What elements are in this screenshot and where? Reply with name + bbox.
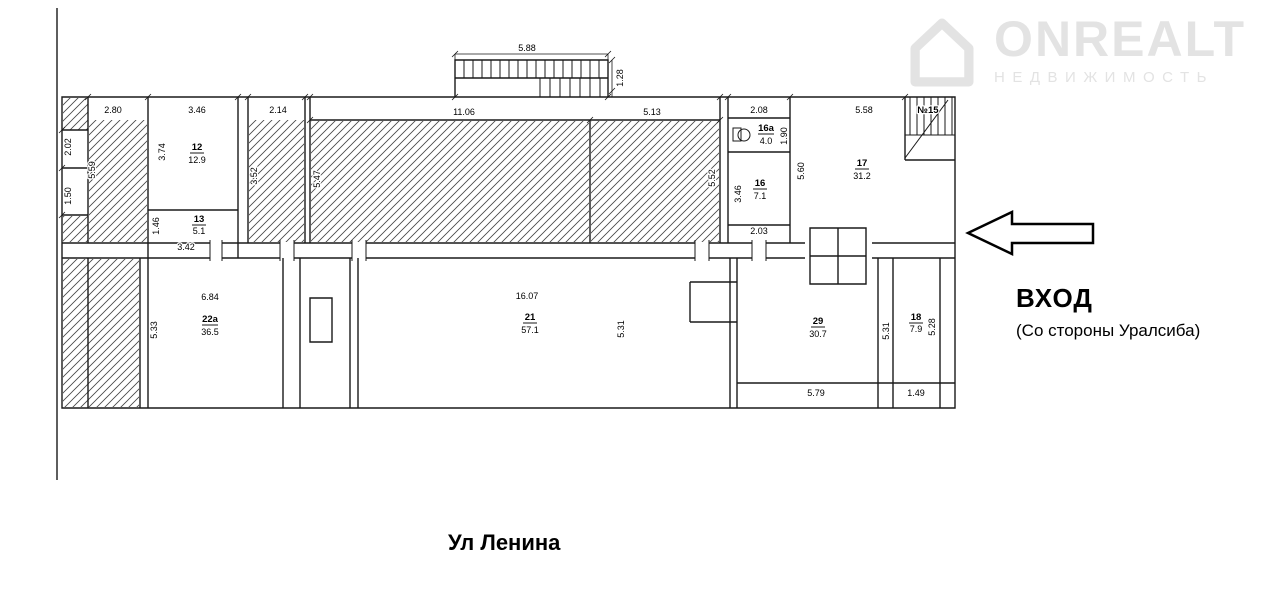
dim-room17-height: 5.60 — [796, 162, 806, 180]
entrance-title: ВХОД — [1016, 283, 1093, 313]
dim-hatch1-height: 5.59 — [87, 161, 97, 179]
room-16-number: 16 — [755, 178, 766, 189]
room-number-underlines — [190, 133, 923, 328]
dim-room13-width: 3.42 — [177, 242, 195, 252]
hatched-areas — [63, 98, 719, 407]
dim-room13-height: 1.46 — [151, 217, 161, 235]
street-label: Ул Ленина — [448, 530, 561, 555]
hatch-room-280 — [89, 120, 147, 242]
room-15-number: №15 — [917, 105, 939, 116]
dim-room22a-height: 5.33 — [149, 321, 159, 339]
dim-hatch1-width: 2.80 — [104, 105, 122, 115]
room-29-number: 29 — [813, 316, 824, 327]
dim-hall-height-right: 5.52 — [707, 169, 717, 187]
dim-room21-height: 5.31 — [616, 320, 626, 338]
entrance-annotation: ВХОД (Со стороны Уралсиба) — [1016, 283, 1200, 341]
wc-tank-icon — [732, 127, 742, 142]
wall-dim-ticks — [58, 93, 909, 219]
dim-room12-height: 3.74 — [157, 143, 167, 161]
middle-wall — [62, 242, 955, 259]
room-16a-area: 4.0 — [760, 136, 773, 146]
stairs-dim-lines — [451, 50, 616, 97]
wc-fixture-icon — [737, 128, 751, 142]
room15-staircase — [904, 97, 955, 159]
room-21-number: 21 — [525, 312, 536, 323]
dim-room17-width: 5.58 — [855, 105, 873, 115]
fixtures — [732, 127, 751, 142]
entrance-arrow-icon — [965, 210, 1095, 256]
room-13-area: 5.1 — [193, 226, 206, 236]
dim-cell2-height: 1.50 — [63, 187, 73, 205]
room-17-area: 31.2 — [853, 171, 871, 181]
dim-room29-width: 5.79 — [807, 388, 825, 398]
hatch-bottom-left — [63, 259, 139, 407]
top-band-walls — [62, 97, 955, 258]
dimension-labels-vertical: 1.28 2.02 5.59 1.50 3.74 3.52 5.47 5.52 … — [62, 68, 939, 341]
dim-hall-width-left: 11.06 — [453, 107, 475, 117]
dim-stairs-height: 1.28 — [615, 69, 625, 87]
dim-room18-height: 5.28 — [927, 318, 937, 336]
building-outline — [61, 96, 956, 409]
room-12-area: 12.9 — [188, 155, 206, 165]
room-16-area: 7.1 — [754, 191, 767, 201]
top-staircase-outline — [454, 59, 609, 97]
hatch-hall-right — [591, 121, 719, 242]
dimension-labels: 5.88 2.80 3.46 2.14 11.06 5.13 2.08 5.58… — [103, 42, 926, 400]
dim-room12-width: 3.46 — [188, 105, 206, 115]
room-18-number: 18 — [911, 312, 922, 323]
hatch-room-214 — [249, 120, 304, 242]
room-12-number: 12 — [192, 142, 203, 153]
dim-room16a-width: 2.08 — [750, 105, 768, 115]
dim-cell1-height: 2.02 — [63, 138, 73, 156]
hatch-hall-left — [311, 121, 589, 242]
dim-room16-gap: 2.03 — [750, 226, 768, 236]
staircases — [454, 59, 955, 159]
underline-lines — [190, 133, 923, 328]
room-29-area: 30.7 — [809, 329, 827, 339]
dim-room16a-height: 1.90 — [779, 127, 789, 145]
dim-hall-height-left: 5.47 — [312, 170, 322, 188]
top-staircase-treads — [463, 60, 601, 97]
door-jambs — [209, 240, 767, 261]
room-labels: 12 12.9 13 5.1 16a 4.0 16 7.1 17 31.2 №1… — [187, 104, 941, 341]
dim-room21-width: 16.07 — [516, 291, 539, 301]
room-13-number: 13 — [194, 214, 205, 225]
dim-hatch2-width: 2.14 — [269, 105, 287, 115]
walls — [56, 8, 956, 480]
room-18-area: 7.9 — [910, 324, 923, 334]
room-16a-number: 16a — [758, 123, 775, 134]
dim-hatch2-height: 3.52 — [249, 167, 259, 185]
dim-hall-width-right: 5.13 — [643, 107, 661, 117]
room-22a-area: 36.5 — [201, 327, 219, 337]
room-21-area: 57.1 — [521, 325, 539, 335]
hatch-left-cell-top — [63, 98, 88, 130]
dim-room29-height: 5.31 — [881, 322, 891, 340]
dim-room16-height: 3.46 — [733, 185, 743, 203]
room-17-number: 17 — [857, 158, 868, 169]
hatch-left-cell-bottom — [63, 216, 88, 242]
room-22a-number: 22a — [202, 314, 219, 325]
dimension-ticks — [58, 50, 909, 219]
dim-stairs-width: 5.88 — [518, 43, 536, 53]
dim-room18-width: 1.49 — [907, 388, 925, 398]
bottom-band-walls — [87, 258, 955, 408]
entrance-vestibule — [809, 227, 867, 285]
entrance-subtitle: (Со стороны Уралсиба) — [1016, 321, 1201, 340]
dim-room22a-width: 6.84 — [201, 292, 219, 302]
